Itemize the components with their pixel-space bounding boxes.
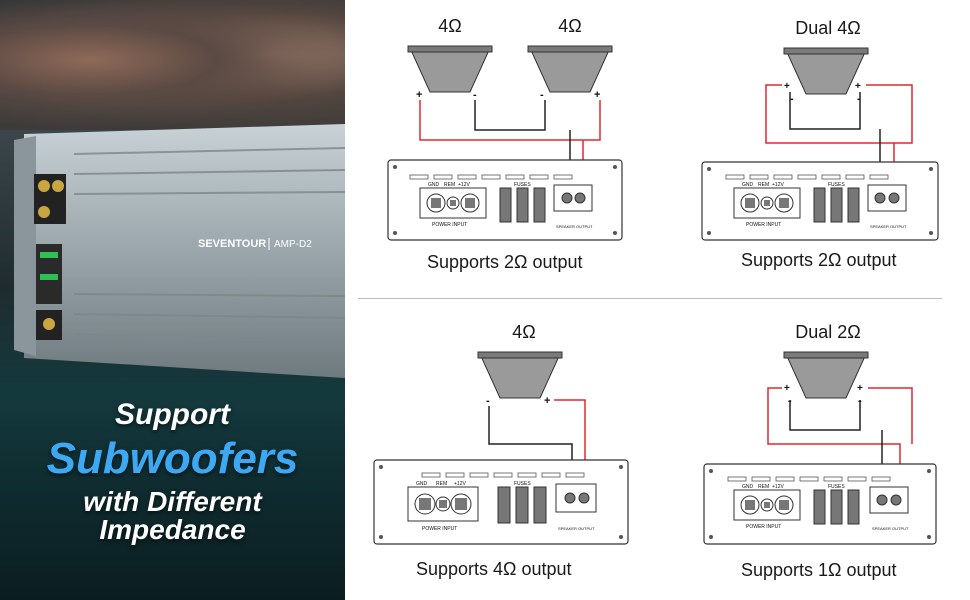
tagline-line-3: with Different (83, 486, 262, 517)
minus-sign: - (790, 93, 794, 105)
svg-text:REM: REM (758, 182, 769, 188)
svg-text:REM: REM (436, 481, 447, 487)
amplifier-panel: GND REM +12V POWER INPUT FUSES SPEAKER O… (373, 459, 629, 545)
speaker-label: Dual 2Ω (795, 322, 861, 342)
tagline-line-4: Impedance (99, 514, 246, 545)
svg-text:SPEAKER OUTPUT: SPEAKER OUTPUT (872, 526, 909, 531)
plus-sign: + (784, 81, 790, 92)
minus-sign: - (486, 395, 490, 407)
output-caption: Supports 1Ω output (741, 560, 897, 580)
background-photo (0, 0, 345, 130)
output-caption: Supports 4Ω output (416, 559, 572, 579)
svg-text:SPEAKER OUTPUT: SPEAKER OUTPUT (558, 526, 595, 531)
svg-text:REM: REM (758, 484, 769, 490)
section-divider (358, 298, 942, 299)
svg-text:GND: GND (742, 484, 754, 490)
svg-text:GND: GND (428, 182, 440, 188)
svg-text:FUSES: FUSES (828, 182, 845, 188)
amplifier-panel: GND REM +12V POWER INPUT FUSES SPEAKER O… (387, 159, 623, 241)
plus-sign: + (857, 383, 863, 394)
svg-text:POWER INPUT: POWER INPUT (746, 524, 781, 530)
output-caption: Supports 2Ω output (427, 252, 583, 272)
svg-text:POWER INPUT: POWER INPUT (432, 222, 467, 228)
svg-text:+12V: +12V (458, 182, 470, 188)
svg-text:GND: GND (416, 481, 428, 487)
minus-sign: - (857, 93, 861, 105)
plus-sign: + (544, 395, 550, 407)
speaker-label: Dual 4Ω (795, 18, 861, 38)
wiring-diagram: - + GND REM +12V POWER INPUT FUSES SPEAK… (373, 351, 629, 545)
svg-text:POWER INPUT: POWER INPUT (422, 526, 457, 532)
svg-text:FUSES: FUSES (514, 481, 531, 487)
svg-text:+12V: +12V (772, 484, 784, 490)
speaker-label: 4Ω (438, 16, 462, 36)
wiring-diagram: + - + - GND REM +12V POWER INPUT FUSES S… (703, 351, 937, 545)
brand-logo: SEVENTOUR (198, 238, 266, 250)
wiring-diagram: + - + - GND REM +12V POWER INPUT FUSES S… (701, 47, 939, 241)
svg-text:SPEAKER OUTPUT: SPEAKER OUTPUT (556, 224, 593, 229)
svg-text:REM: REM (444, 182, 455, 188)
subwoofer-icon (527, 45, 613, 93)
subwoofer-icon (783, 351, 869, 399)
amplifier-panel: GND REM +12V POWER INPUT FUSES SPEAKER O… (703, 463, 937, 545)
subwoofer-icon (477, 351, 563, 399)
promo-panel: SEVENTOUR AMP-D2 Support Subwoofers with… (0, 0, 345, 600)
amplifier-image: SEVENTOUR AMP-D2 (14, 124, 345, 378)
model-label: AMP-D2 (274, 239, 312, 250)
svg-text:GND: GND (742, 182, 754, 188)
wiring-diagram: + - - + GND REM +12V POWER INPUT FUSES S… (387, 45, 623, 241)
plus-sign: + (416, 89, 422, 101)
plus-sign: + (855, 81, 861, 92)
svg-text:+12V: +12V (772, 182, 784, 188)
svg-text:+12V: +12V (454, 481, 466, 487)
speaker-label: 4Ω (558, 16, 582, 36)
svg-text:SPEAKER OUTPUT: SPEAKER OUTPUT (870, 224, 907, 229)
svg-text:POWER INPUT: POWER INPUT (746, 222, 781, 228)
svg-text:FUSES: FUSES (514, 182, 531, 188)
output-caption: Supports 2Ω output (741, 250, 897, 270)
speaker-label: 4Ω (512, 322, 536, 342)
amplifier-panel: GND REM +12V POWER INPUT FUSES SPEAKER O… (701, 161, 939, 241)
plus-sign: + (784, 383, 790, 394)
minus-sign: - (540, 89, 544, 101)
tagline-line-2: Subwoofers (46, 434, 299, 483)
plus-sign: + (594, 89, 600, 101)
subwoofer-icon (407, 45, 493, 93)
minus-sign: - (473, 89, 477, 101)
tagline-line-1: Support (115, 398, 230, 431)
subwoofer-icon (783, 47, 869, 95)
svg-text:FUSES: FUSES (828, 484, 845, 490)
